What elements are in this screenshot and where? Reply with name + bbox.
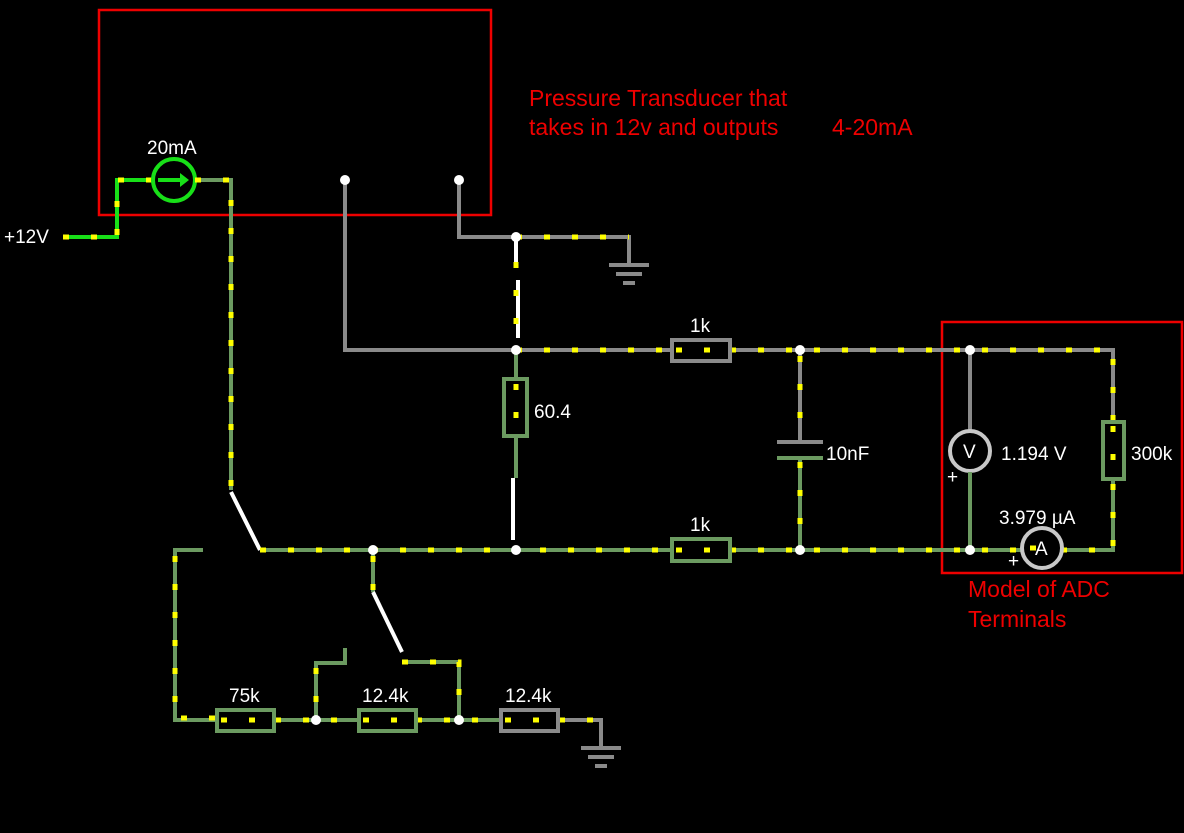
transducer-note-1: Pressure Transducer that [529, 85, 788, 111]
adc-note-2: Terminals [968, 606, 1066, 632]
supply-label: +12V [4, 227, 49, 248]
adc-box [940, 320, 1184, 575]
ammeter-plus: + [1008, 551, 1019, 572]
adc-note-1: Model of ADC [968, 576, 1110, 602]
terminal-wire-right[interactable] [457, 180, 516, 239]
resistor-12k4-b[interactable] [499, 708, 560, 733]
ammeter-reading: 3.979 µA [999, 508, 1076, 529]
resistor-12k4-a[interactable] [357, 708, 418, 733]
resistor-75k[interactable] [215, 708, 276, 733]
voltmeter-icon[interactable] [948, 350, 992, 550]
transducer-note-3: 4-20mA [832, 114, 913, 140]
tap-wire-75k[interactable] [314, 648, 347, 720]
switch-icon[interactable] [229, 491, 262, 551]
sense-resistor[interactable] [502, 350, 529, 478]
ground-icon-bottom [581, 746, 621, 768]
top-bus-wire[interactable] [516, 347, 1116, 420]
r-12k4-b-label: 12.4k [505, 686, 552, 707]
ammeter-icon[interactable] [1020, 526, 1064, 570]
current-source-label: 20mA [147, 138, 197, 159]
resistor-300k[interactable] [1062, 420, 1126, 553]
current-source-icon [180, 173, 189, 187]
switch-2-return[interactable] [402, 659, 462, 720]
supply-wire[interactable] [63, 177, 153, 240]
voltmeter-reading: 1.194 V [1001, 444, 1067, 465]
terminal-wire-left[interactable] [343, 180, 516, 352]
r-bottom-label: 1k [690, 515, 711, 536]
source-to-switch-wire[interactable] [195, 177, 234, 490]
r-sense-label: 60.4 [534, 402, 571, 423]
resistor-bottom-1k[interactable] [670, 537, 732, 563]
transducer-note-2: takes in 12v and outputs [529, 114, 778, 140]
junction-nodes [311, 175, 975, 725]
voltmeter-plus: + [947, 467, 958, 488]
r-12k4-a-label: 12.4k [362, 686, 409, 707]
capacitor-label: 10nF [826, 444, 869, 465]
divider-left-wire[interactable] [172, 548, 218, 722]
switch-2-icon[interactable] [371, 591, 404, 653]
r-75k-label: 75k [229, 686, 260, 707]
voltmeter-symbol: V [963, 442, 976, 463]
current-source[interactable] [151, 157, 197, 203]
ground-icon [609, 263, 649, 285]
ammeter-symbol: A [1035, 539, 1048, 560]
resistor-top-1k[interactable] [670, 338, 732, 363]
r-top-label: 1k [690, 316, 711, 337]
capacitor-icon[interactable] [777, 350, 823, 550]
ground-wire-top[interactable] [516, 234, 631, 265]
r-adc-label: 300k [1131, 444, 1173, 465]
transducer-box [97, 8, 493, 217]
